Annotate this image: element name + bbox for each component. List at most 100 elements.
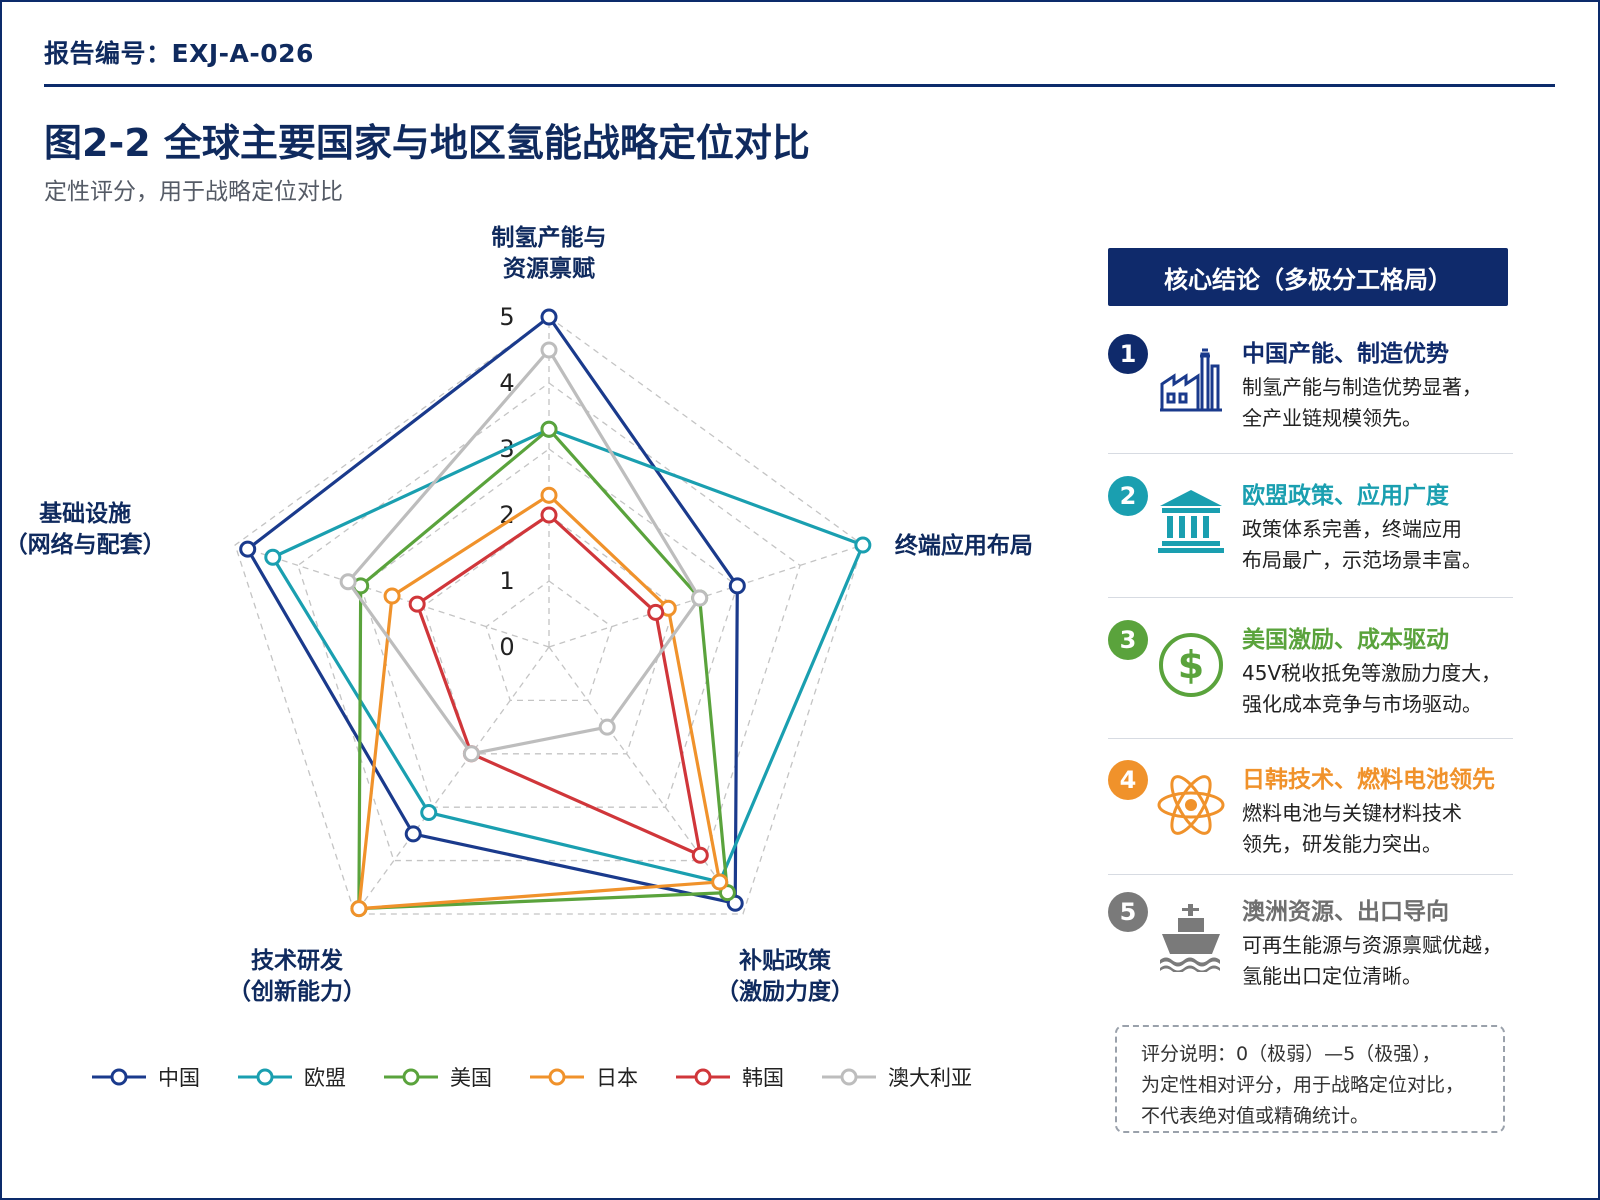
series-line xyxy=(415,513,702,857)
svg-text:$: $ xyxy=(1178,643,1204,687)
axis-label: 基础设施 xyxy=(39,500,131,527)
grid-ring xyxy=(234,316,864,915)
report-number: 报告编号：EXJ-A-026 xyxy=(44,39,314,68)
data-point xyxy=(598,718,616,736)
item-description: 可再生能源与资源禀赋优越， 氢能出口定位清晰。 xyxy=(1242,930,1502,992)
divider xyxy=(1108,738,1513,739)
item-title: 澳洲资源、出口导向 xyxy=(1242,899,1449,925)
axis-label: （网络与配套） xyxy=(5,531,166,558)
item-number-badge: 3 xyxy=(1108,620,1148,660)
legend-label: 韩国 xyxy=(742,1066,784,1090)
grid-ring xyxy=(359,448,739,808)
data-point xyxy=(350,900,368,918)
grid-spoke xyxy=(354,646,550,915)
series-line xyxy=(357,427,730,911)
chart-legend: 中国 欧盟 美国 日本 韩国 澳大利亚 xyxy=(92,1062,1010,1092)
item-number-badge: 4 xyxy=(1108,760,1148,800)
ship-icon xyxy=(1160,904,1220,972)
tick-label: 1 xyxy=(499,567,514,595)
data-point xyxy=(420,804,438,822)
data-point xyxy=(339,573,357,591)
data-point xyxy=(691,846,709,864)
item-title: 欧盟政策、应用广度 xyxy=(1242,483,1449,509)
chart-title: 图2-2 全球主要国家与地区氢能战略定位对比 xyxy=(44,121,810,165)
data-point xyxy=(540,308,558,326)
axis-label: 制氢产能与 xyxy=(492,224,607,251)
series-line xyxy=(271,427,865,884)
axis-label: （激励力度） xyxy=(716,978,854,1005)
item-desc-line: 可再生能源与资源禀赋优越， xyxy=(1242,933,1502,957)
data-point xyxy=(404,825,422,843)
item-number-badge: 2 xyxy=(1108,476,1148,516)
data-point xyxy=(540,341,558,359)
atom-icon xyxy=(1157,775,1225,835)
factory-icon xyxy=(1160,348,1222,412)
scoring-note: 评分说明：0（极弱）—5（极强）， 为定性相对评分，用于战略定位对比， 不代表绝… xyxy=(1115,1025,1505,1133)
axis-label: 终端应用布局 xyxy=(895,532,1033,559)
divider xyxy=(1108,453,1513,454)
header-rule xyxy=(44,84,1555,87)
panel-header: 核心结论（多极分工格局） xyxy=(1108,248,1508,306)
legend-item: 韩国 xyxy=(676,1062,784,1092)
data-point xyxy=(691,589,709,607)
data-point xyxy=(540,420,558,438)
axis-label: 资源禀赋 xyxy=(503,255,595,282)
legend-label: 日本 xyxy=(596,1066,638,1090)
item-desc-line: 强化成本竞争与市场驱动。 xyxy=(1242,692,1482,716)
data-point xyxy=(540,506,558,524)
item-desc-line: 制氢产能与制造优势显著， xyxy=(1242,375,1482,399)
item-desc-line: 全产业链规模领先。 xyxy=(1242,406,1422,430)
tick-label: 5 xyxy=(499,303,514,331)
data-point xyxy=(647,603,665,621)
data-point xyxy=(408,595,426,613)
axis-label: （创新能力） xyxy=(228,978,366,1005)
item-desc-line: 布局最广，示范场景丰富。 xyxy=(1242,548,1482,572)
government-building-icon xyxy=(1158,490,1224,553)
item-description: 政策体系完善，终端应用 布局最广，示范场景丰富。 xyxy=(1242,514,1482,576)
series-line xyxy=(357,493,722,911)
item-title: 中国产能、制造优势 xyxy=(1242,341,1449,367)
legend-item: 中国 xyxy=(92,1062,200,1092)
divider xyxy=(1108,597,1513,598)
legend-label: 澳大利亚 xyxy=(888,1066,972,1090)
axis-label: 技术研发 xyxy=(251,947,343,974)
item-title: 美国激励、成本驱动 xyxy=(1242,627,1449,653)
item-desc-line: 政策体系完善，终端应用 xyxy=(1242,517,1462,541)
grid-ring xyxy=(485,580,613,702)
item-description: 制氢产能与制造优势显著， 全产业链规模领先。 xyxy=(1242,372,1482,434)
item-title: 日韩技术、燃料电池领先 xyxy=(1242,767,1495,793)
item-description: 45V税收抵免等激励力度大， 强化成本竞争与市场驱动。 xyxy=(1242,658,1501,720)
legend-marker xyxy=(530,1068,584,1086)
data-point xyxy=(854,536,872,554)
legend-marker xyxy=(384,1068,438,1086)
legend-item: 欧盟 xyxy=(238,1062,346,1092)
data-point xyxy=(711,873,729,891)
legend-item: 美国 xyxy=(384,1062,492,1092)
item-number-badge: 1 xyxy=(1108,334,1148,374)
legend-label: 欧盟 xyxy=(304,1066,346,1090)
legend-marker xyxy=(238,1068,292,1086)
item-desc-line: 氢能出口定位清晰。 xyxy=(1242,964,1422,988)
data-point xyxy=(728,577,746,595)
legend-marker xyxy=(676,1068,730,1086)
axis-label: 补贴政策 xyxy=(739,947,832,974)
data-point xyxy=(239,540,257,558)
item-desc-line: 领先，研发能力突出。 xyxy=(1242,832,1442,856)
grid-spoke xyxy=(548,646,744,915)
dollar-coin-icon: $ xyxy=(1159,633,1223,697)
item-description: 燃料电池与关键材料技术 领先，研发能力突出。 xyxy=(1242,798,1462,860)
item-desc-line: 燃料电池与关键材料技术 xyxy=(1242,801,1462,825)
chart-subtitle: 定性评分，用于战略定位对比 xyxy=(44,179,343,205)
tick-label: 0 xyxy=(499,633,514,661)
series-line xyxy=(246,315,739,905)
item-number-badge: 5 xyxy=(1108,892,1148,932)
series-line xyxy=(346,348,702,756)
data-point xyxy=(540,486,558,504)
grid-ring xyxy=(297,382,801,862)
tick-label: 4 xyxy=(499,369,514,397)
grid-ring xyxy=(422,514,676,755)
legend-marker xyxy=(92,1068,146,1086)
data-point xyxy=(383,587,401,605)
note-line: 为定性相对评分，用于战略定位对比， xyxy=(1141,1074,1465,1096)
legend-item: 澳大利亚 xyxy=(822,1062,972,1092)
